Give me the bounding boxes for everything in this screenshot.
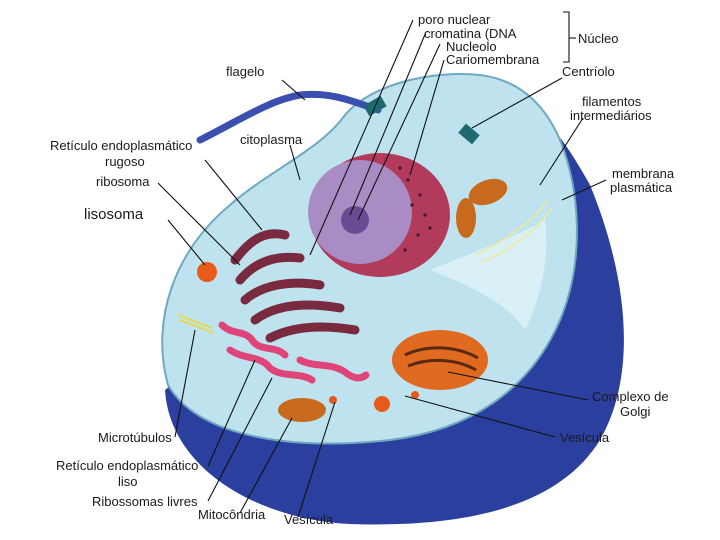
label-golgi-2: Golgi — [620, 404, 650, 419]
label-filamentos-2: intermediários — [570, 108, 652, 123]
label-ret-rugoso-2: rugoso — [105, 154, 145, 169]
label-centriolo: Centríolo — [562, 64, 615, 79]
label-ret-liso-2: liso — [118, 474, 138, 489]
label-membrana-1: membrana — [612, 166, 675, 181]
label-poro-nuclear: poro nuclear — [418, 12, 491, 27]
label-lisosoma: lisosoma — [84, 206, 144, 223]
label-golgi-1: Complexo de — [592, 389, 669, 404]
label-ret-rugoso-1: Retículo endoplasmático — [50, 138, 192, 153]
vesicle-shapes — [329, 391, 419, 412]
label-nucleolo: Nucleolo — [446, 39, 497, 54]
label-cariomembrana: Cariomembrana — [446, 52, 540, 67]
label-ret-liso-1: Retículo endoplasmático — [56, 458, 198, 473]
leader-lines — [157, 11, 607, 518]
rough-er-shape — [230, 229, 360, 343]
nucleolus-shape — [341, 206, 369, 234]
label-mitocondria: Mitocôndria — [198, 507, 266, 522]
label-ribosoma: ribosoma — [96, 174, 150, 189]
filament-shapes — [474, 199, 553, 263]
mitochondria-shapes — [278, 178, 508, 422]
label-citoplasma: citoplasma — [240, 132, 303, 147]
nuclear-pores — [398, 166, 432, 252]
golgi-shape — [392, 330, 488, 390]
label-microtubulos: Microtúbulos — [98, 430, 172, 445]
label-nucleo: Núcleo — [578, 31, 618, 46]
label-vesicula-right: Vesícula — [560, 430, 610, 445]
label-filamentos-1: filamentos — [582, 94, 642, 109]
label-ribossomas-livres: Ribossomas livres — [92, 494, 198, 509]
microtubule-shapes — [177, 314, 215, 334]
lysosome-shape — [197, 262, 217, 282]
labels: poro nuclear cromatina (DNA Nucleolo Car… — [50, 12, 675, 527]
label-membrana-2: plasmática — [610, 180, 673, 195]
label-flagelo: flagelo — [226, 64, 264, 79]
cutaway-face — [430, 220, 547, 330]
label-vesicula-bottom: Vesícula — [284, 512, 334, 527]
smooth-er-shape — [218, 321, 370, 384]
label-cromatina: cromatina (DNA — [424, 26, 517, 41]
